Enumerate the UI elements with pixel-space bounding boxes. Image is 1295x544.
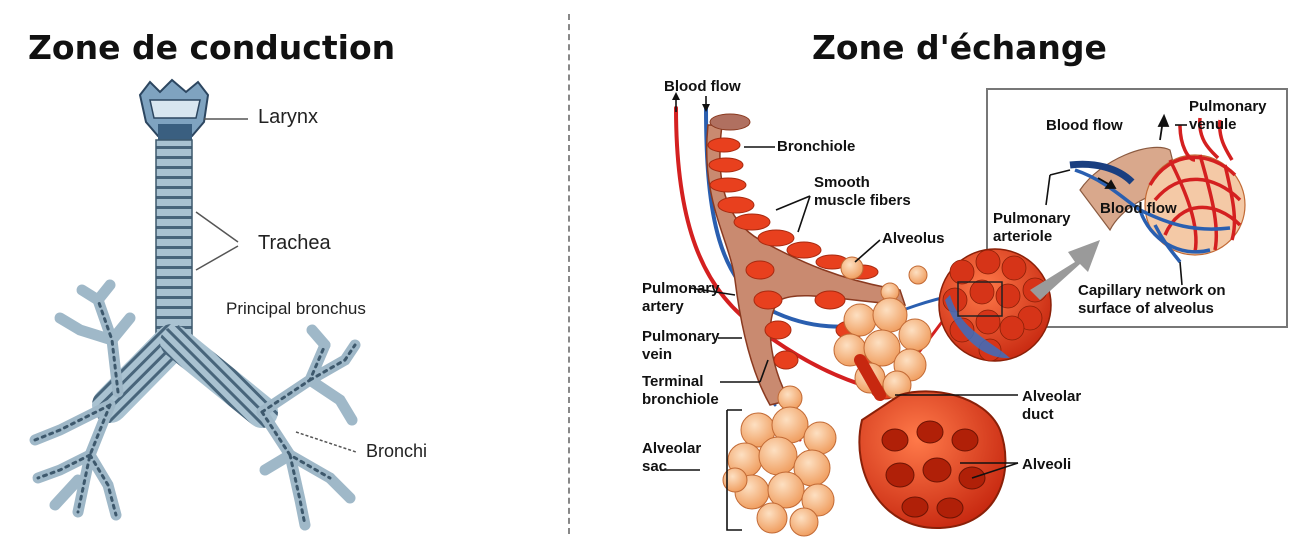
label-pulmonary-arteriole-line2: arteriole: [993, 228, 1071, 246]
label-pulmonary-arteriole: Pulmonary arteriole: [993, 210, 1071, 246]
label-alveoli: Alveoli: [1022, 456, 1071, 474]
label-pulmonary-artery-line1: Pulmonary: [642, 280, 720, 298]
label-capillary-network: Capillary network on surface of alveolus: [1078, 282, 1226, 318]
label-bronchiole: Bronchiole: [777, 138, 855, 156]
bronchi-tree-illustration: [35, 285, 355, 525]
alveolar-cluster-middle: [834, 298, 931, 399]
label-terminal-bronchiole-line1: Terminal: [642, 373, 719, 391]
label-trachea: Trachea: [258, 232, 331, 255]
label-alveolus: Alveolus: [882, 230, 945, 248]
label-pulmonary-arteriole-line1: Pulmonary: [993, 210, 1071, 228]
label-bronchi: Bronchi: [366, 441, 427, 462]
alveoli-cutaway-illustration: [859, 360, 1005, 528]
inset-alveolus-illustration: [1070, 116, 1245, 262]
label-pulmonary-vein-line1: Pulmonary: [642, 328, 720, 346]
label-alveolar-sac-line1: Alveolar: [642, 440, 701, 458]
larynx-illustration: [140, 80, 208, 140]
label-smooth-muscle-fibers: Smooth muscle fibers: [814, 174, 911, 210]
label-smooth-muscle-line1: Smooth: [814, 174, 911, 192]
label-pulmonary-venule-line2: venule: [1189, 116, 1267, 134]
label-pulmonary-venule: Pulmonary venule: [1189, 98, 1267, 134]
label-pulmonary-vein-line2: vein: [642, 346, 720, 364]
label-inset-blood-flow: Blood flow: [1046, 117, 1123, 135]
label-pulmonary-artery: Pulmonary artery: [642, 280, 720, 316]
label-capillary-network-line1: Capillary network on: [1078, 282, 1226, 300]
label-larynx: Larynx: [258, 106, 318, 129]
alveolus-capillary-illustration: [939, 249, 1051, 361]
label-alveolar-duct-line1: Alveolar: [1022, 388, 1081, 406]
label-pulmonary-artery-line2: artery: [642, 298, 720, 316]
trachea-illustration: [156, 140, 192, 345]
label-principal-bronchus: Principal bronchus: [226, 299, 366, 319]
label-alveolar-sac-line2: sac: [642, 458, 701, 476]
label-pulmonary-venule-line1: Pulmonary: [1189, 98, 1267, 116]
label-terminal-bronchiole: Terminal bronchiole: [642, 373, 719, 409]
label-inset-blood-flow-inner: Blood flow: [1100, 200, 1177, 218]
label-alveolar-duct-line2: duct: [1022, 406, 1081, 424]
alveolar-sac-illustration: [723, 407, 836, 536]
label-alveolar-sac: Alveolar sac: [642, 440, 701, 476]
label-alveolar-duct: Alveolar duct: [1022, 388, 1081, 424]
label-pulmonary-vein: Pulmonary vein: [642, 328, 720, 364]
label-smooth-muscle-line2: muscle fibers: [814, 192, 911, 210]
label-blood-flow: Blood flow: [664, 78, 741, 96]
label-terminal-bronchiole-line2: bronchiole: [642, 391, 719, 409]
label-capillary-network-line2: surface of alveolus: [1078, 300, 1226, 318]
